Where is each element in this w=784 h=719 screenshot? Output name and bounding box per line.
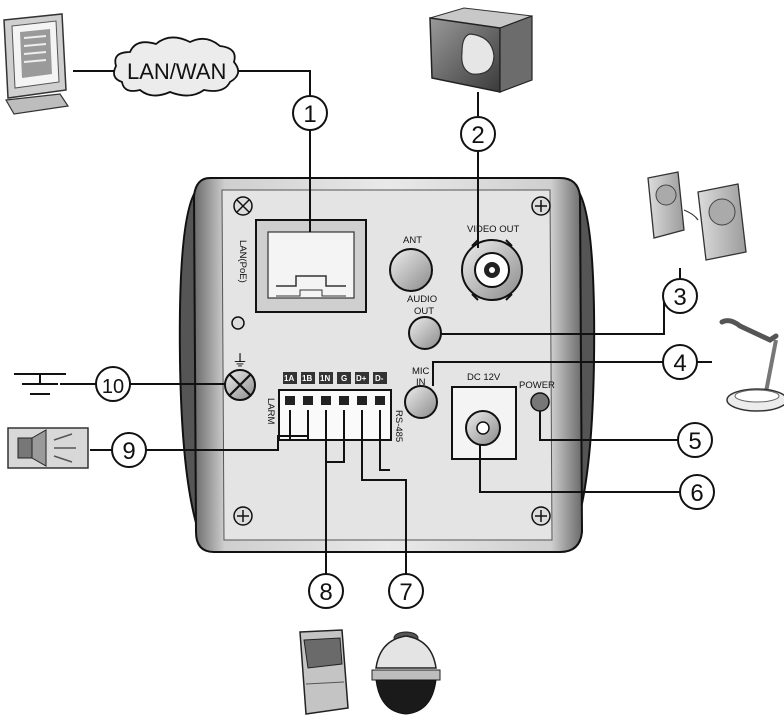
callout-4: 4	[662, 344, 698, 380]
lan-wan-label: LAN/WAN	[127, 59, 226, 84]
svg-text:2: 2	[471, 122, 484, 149]
terminal-1n: 1N	[320, 374, 330, 383]
network-cloud-icon	[113, 36, 240, 97]
speakers-icon	[647, 171, 747, 261]
mic-in-label-1: MIC	[412, 366, 430, 377]
rs485-label: RS-485	[393, 410, 404, 442]
terminal-d-minus: D-	[375, 374, 384, 383]
svg-text:4: 4	[673, 350, 686, 377]
ground-symbol-label: ⏚	[232, 351, 248, 370]
microphone-icon	[719, 318, 784, 412]
svg-text:10: 10	[102, 376, 124, 398]
svg-text:6: 6	[690, 480, 703, 507]
terminal-block[interactable]	[278, 389, 392, 441]
callout-6: 6	[679, 474, 715, 510]
dc-12v-label: DC 12V	[467, 372, 501, 383]
svg-text:3: 3	[673, 284, 686, 311]
corner-screw-bottom-right	[531, 506, 551, 526]
svg-text:9: 9	[122, 438, 135, 465]
speed-dome-camera-icon	[371, 631, 441, 715]
svg-text:8: 8	[319, 579, 332, 606]
mic-in-jack[interactable]	[404, 385, 438, 419]
audio-out-label-2: OUT	[414, 306, 434, 317]
callout-7: 7	[388, 573, 424, 609]
mic-in-label-2: IN	[416, 377, 426, 388]
lan-poe-port[interactable]	[255, 219, 367, 313]
ant-label: ANT	[403, 235, 422, 246]
dc-12v-power-jack[interactable]	[451, 386, 517, 460]
corner-screw-top-left	[233, 196, 253, 216]
callout-8: 8	[308, 573, 344, 609]
svg-text:7: 7	[399, 579, 412, 606]
callout-2: 2	[460, 116, 496, 152]
video-out-label: VIDEO OUT	[467, 224, 519, 235]
connection-lines	[60, 70, 712, 574]
alarm-siren-icon	[7, 427, 89, 469]
ground-symbol-icon	[14, 373, 66, 395]
terminal-labels: 1A 1B 1N G D+ D-	[283, 372, 387, 384]
video-out-bnc-connector[interactable]	[461, 239, 523, 301]
video-monitor-icon	[429, 7, 533, 93]
terminal-d-plus: D+	[356, 374, 367, 383]
power-label: POWER	[519, 380, 555, 391]
alarm-label: LARM	[265, 398, 276, 424]
power-led	[530, 392, 550, 412]
callout-1: 1	[292, 95, 328, 131]
terminal-1a: 1A	[284, 374, 294, 383]
callout-5: 5	[677, 422, 713, 458]
callout-3: 3	[662, 278, 698, 314]
antenna-connector[interactable]	[389, 248, 433, 292]
svg-text:1: 1	[303, 101, 316, 128]
terminal-g: G	[341, 374, 347, 383]
ground-screw[interactable]	[224, 369, 256, 401]
link-led	[231, 316, 245, 330]
computer-monitor-icon	[3, 13, 70, 115]
motion-sensor-icon	[299, 629, 349, 715]
terminal-1b: 1B	[302, 374, 312, 383]
callout-9: 9	[111, 432, 147, 468]
svg-text:5: 5	[688, 428, 701, 455]
corner-screw-bottom-left	[233, 506, 253, 526]
audio-out-jack[interactable]	[408, 316, 442, 350]
lan-poe-label: LAN(PoE)	[237, 240, 248, 283]
corner-screw-top-right	[531, 196, 551, 216]
audio-out-label-1: AUDIO	[407, 294, 437, 305]
callout-10: 10	[95, 366, 131, 402]
